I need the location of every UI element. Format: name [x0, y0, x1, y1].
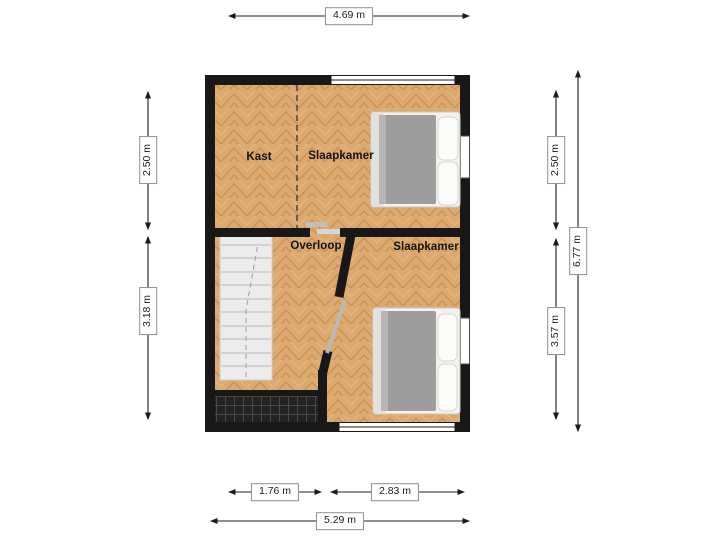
wall-middle-right — [340, 228, 460, 237]
wall-bottom — [205, 422, 470, 432]
door-leaf — [325, 299, 347, 354]
wall-lower-vertical — [318, 370, 327, 422]
wall-diagonal — [317, 229, 357, 378]
bed-bottom — [372, 307, 461, 415]
room-label-slaapkamer-bottom: Slaapkamer — [393, 241, 459, 253]
wall-middle-left — [215, 228, 310, 237]
top-window — [330, 75, 456, 85]
stair-walk-line — [245, 243, 259, 377]
radiator-top — [460, 135, 470, 179]
staircase — [219, 231, 273, 381]
dim-label-right-lower: 3.57 m — [547, 306, 565, 356]
dim-label-left-lower: 3.18 m — [139, 286, 157, 336]
dim-label-bottom-total: 5.29 m — [315, 512, 365, 530]
doorway-marks — [306, 222, 340, 234]
void-area — [215, 396, 319, 422]
room-label-kast: Kast — [246, 151, 272, 163]
dim-label-bottom-right: 2.83 m — [370, 483, 420, 501]
wall-void-edge — [215, 390, 319, 396]
room-label-overloop: Overloop — [290, 240, 342, 252]
dim-label-bottom-left: 1.76 m — [250, 483, 300, 501]
dim-label-top-width: 4.69 m — [324, 7, 374, 25]
dim-label-right-upper: 2.50 m — [547, 135, 565, 185]
dim-label-right-total: 6.77 m — [569, 226, 587, 276]
wall-right — [460, 75, 470, 432]
radiator-bottom — [460, 317, 470, 365]
wall-left — [205, 75, 215, 432]
bottom-window — [338, 422, 456, 432]
room-label-slaapkamer-top: Slaapkamer — [308, 150, 374, 162]
dim-label-left-upper: 2.50 m — [139, 135, 157, 185]
bed-top — [370, 111, 461, 208]
